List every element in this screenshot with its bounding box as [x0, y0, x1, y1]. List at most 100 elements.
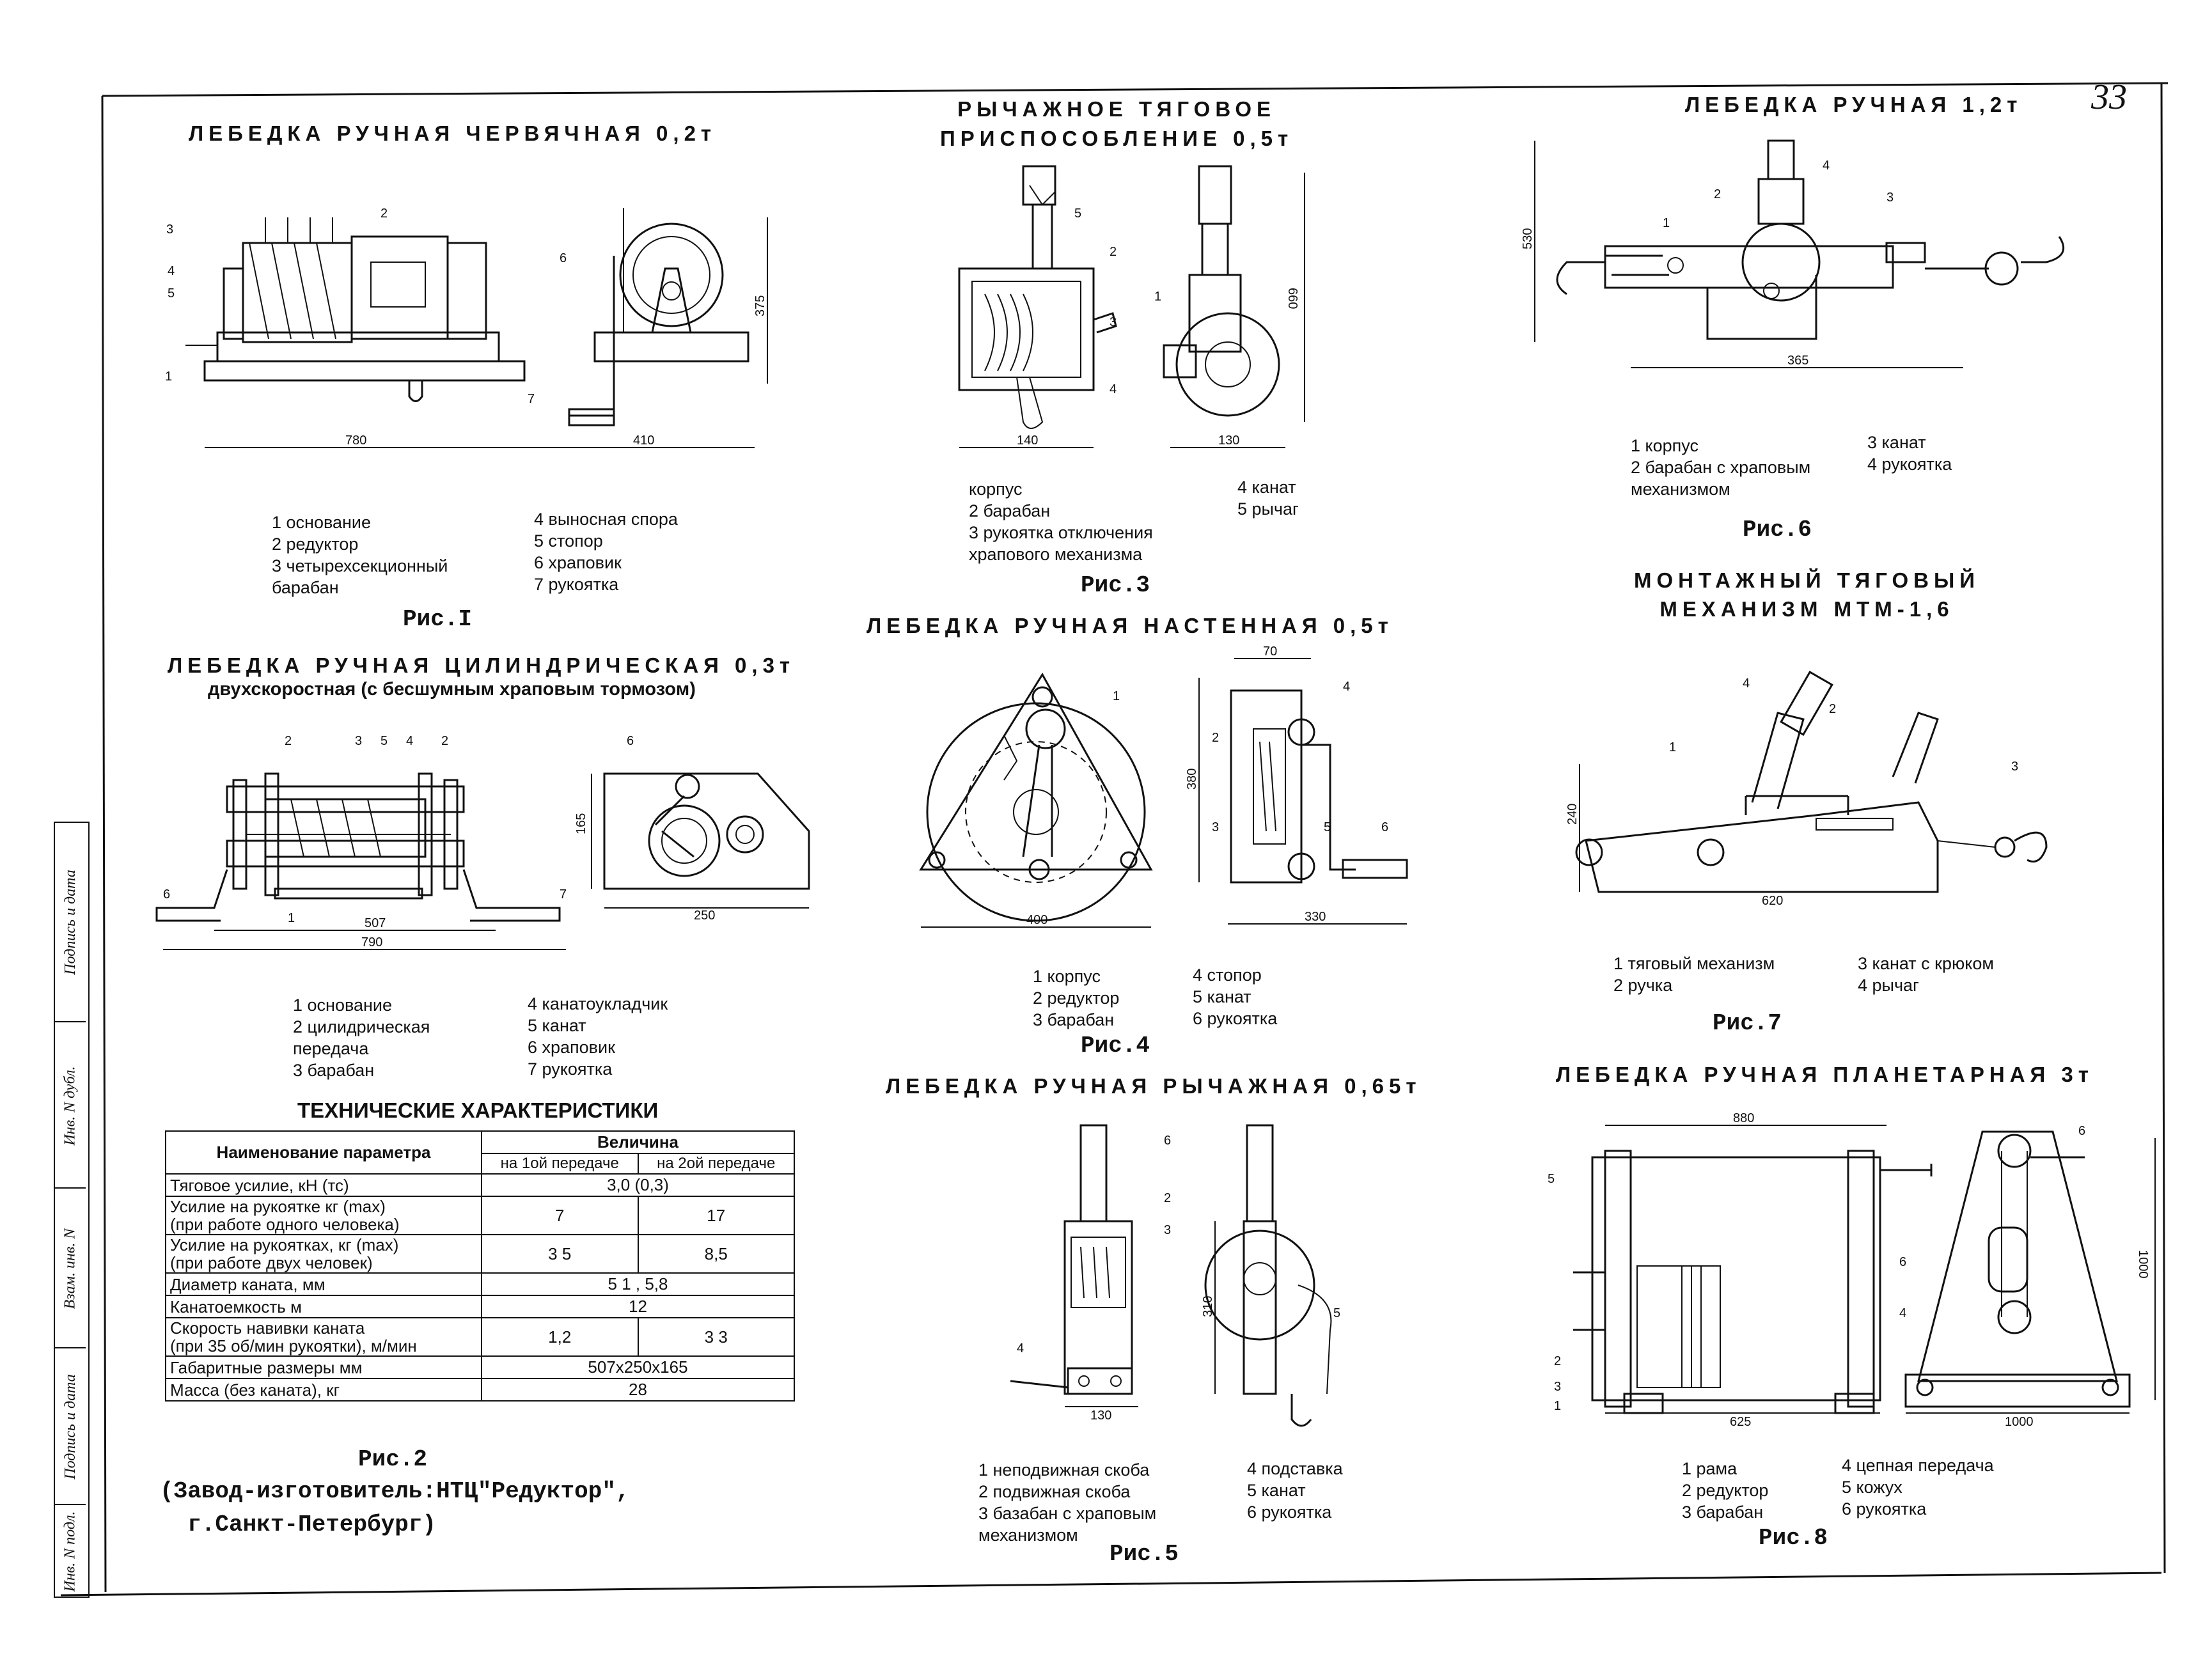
- fig4-callout: 3: [1212, 820, 1219, 834]
- fig2-callout: 3: [355, 734, 362, 748]
- fig3-callout: 5: [1074, 207, 1081, 221]
- fig2-subtitle: двухскоростная (с бесшумным храповым тор…: [208, 679, 696, 699]
- param-value-v1: 3 5: [481, 1234, 639, 1274]
- fig7-callout: 3: [2011, 760, 2018, 774]
- fig7-legend-left: 1 тяговый механизм 2 ручка: [1613, 954, 1775, 995]
- col-param-header: Наименование параметра: [165, 1130, 482, 1175]
- param-value-v2: 17: [637, 1196, 795, 1235]
- fig2-title: ЛЕБЕДКА РУЧНАЯ ЦИЛИНДРИЧЕСКАЯ 0,3т: [168, 653, 796, 677]
- fig2-dim: 790: [361, 935, 382, 949]
- fig6-dim: 365: [1787, 354, 1808, 368]
- fig8-callout: 4: [1899, 1306, 1906, 1320]
- stamp-label: Инв. N дубл.: [61, 1065, 79, 1146]
- param-name: Масса (без каната), кг: [165, 1378, 482, 1402]
- fig4-legend-right: 4 стопор 5 канат 6 рукоятка: [1193, 965, 1278, 1028]
- fig1-caption: Рис.I: [403, 606, 473, 632]
- fig1-dim: 780: [345, 433, 366, 448]
- fig7-callout: 1: [1669, 740, 1676, 754]
- col-value-header: Величина: [481, 1130, 795, 1154]
- fig5-legend-left: 1 неподвижная скоба 2 подвижная скоба 3 …: [978, 1460, 1157, 1545]
- param-name: Усилие на рукоятке кг (max) (при работе …: [165, 1196, 482, 1235]
- fig8-dim: 1000: [2136, 1250, 2150, 1279]
- param-value: 12: [481, 1295, 795, 1318]
- stamp-cell-vzam: Взам. инв. N: [55, 1187, 86, 1348]
- fig7-dim: 620: [1762, 894, 1783, 908]
- fig2-caption: Рис.2: [358, 1446, 428, 1472]
- fig4-dim: 400: [1026, 913, 1047, 927]
- param-value: 28: [481, 1378, 795, 1402]
- fig2-dim: 507: [365, 916, 386, 930]
- stamp-label: Подпись и дата: [61, 1374, 79, 1480]
- fig3-title: РЫЧАЖНОЕ ТЯГОВОЕ ПРИСПОСОБЛЕНИЕ 0,5т: [940, 97, 1294, 150]
- fig7-caption: Рис.7: [1713, 1010, 1782, 1036]
- param-value-v2: 3 3: [637, 1317, 795, 1357]
- fig8-callout: 5: [1548, 1172, 1555, 1186]
- fig7-dim: 240: [1565, 804, 1580, 825]
- fig5-dim: 310: [1201, 1296, 1215, 1317]
- fig3-callout: 2: [1110, 245, 1117, 259]
- fig1-callout: 7: [528, 392, 535, 406]
- fig8-legend-right: 4 цепная передача 5 кожух 6 рукоятка: [1842, 1456, 1994, 1519]
- tech-table-row: Усилие на рукоятках, кг (max) (при работ…: [165, 1234, 795, 1274]
- fig8-callout: 6: [1899, 1255, 1906, 1269]
- fig4-drawing: 400 380 70 330 1 4 2 3 5 6: [908, 644, 1445, 940]
- fig3-callout: 3: [1110, 315, 1117, 329]
- fig4-callout: 6: [1381, 820, 1388, 834]
- fig5-dim: 130: [1090, 1409, 1111, 1423]
- fig2-legend-right: 4 канатоукладчик 5 канат 6 храповик 7 ру…: [528, 994, 668, 1079]
- fig6-caption: Рис.6: [1743, 517, 1812, 543]
- fig2-maker: (Завод-изготовитель:НТЦ"Редуктор", г.Сан…: [160, 1478, 630, 1538]
- fig5-legend-right: 4 подставка 5 канат 6 рукоятка: [1247, 1459, 1343, 1522]
- fig1-drawing: 780 410 375 1 2 3 4 5 6 7: [165, 207, 774, 454]
- fig1-legend-left: 1 основание 2 редуктор 3 четырехсекционн…: [272, 513, 448, 597]
- fig5-drawing: 130 310 6 2 3 4 5: [1004, 1125, 1340, 1458]
- fig3-callout: 1: [1154, 290, 1161, 304]
- fig4-title: ЛЕБЕДКА РУЧНАЯ НАСТЕННАЯ 0,5т: [867, 614, 1393, 637]
- fig6-title: ЛЕБЕДКА РУЧНАЯ 1,2т: [1685, 93, 2023, 116]
- fig6-legend-left: 1 корпус 2 барабан с храповым механизмом: [1631, 436, 1811, 499]
- col-gear2-header: на 2ой передаче: [637, 1153, 795, 1175]
- fig5-callout: 3: [1164, 1223, 1171, 1237]
- fig3-dim: 140: [1017, 433, 1038, 448]
- tech-table-row: Скорость навивки каната (при 35 об/мин р…: [165, 1317, 795, 1357]
- stamp-strip: Инв. N подл. Подпись и дата Взам. инв. N…: [54, 822, 90, 1598]
- param-name: Тяговое усилие, кН (тс): [165, 1173, 482, 1197]
- stamp-cell-sign-date-1: Подпись и дата: [55, 823, 86, 1021]
- fig6-dim: 530: [1521, 228, 1535, 249]
- fig5-callout: 2: [1164, 1191, 1171, 1205]
- fig7-callout: 4: [1743, 676, 1750, 691]
- param-value: 5 1 , 5,8: [481, 1272, 795, 1296]
- fig4-callout: 4: [1343, 680, 1350, 694]
- fig6-callout: 2: [1714, 187, 1721, 201]
- stamp-cell-sign-date-2: Подпись и дата: [55, 1347, 86, 1505]
- param-name: Габаритные размеры мм: [165, 1355, 482, 1379]
- tech-table: Наименование параметра Величина на 1ой п…: [165, 1130, 795, 1402]
- param-value-v1: 7: [481, 1196, 639, 1235]
- fig8-callout: 2: [1554, 1354, 1561, 1368]
- fig8-callout: 3: [1554, 1380, 1561, 1394]
- fig8-dim: 880: [1733, 1111, 1754, 1125]
- fig4-dim: 70: [1263, 644, 1277, 659]
- fig7-drawing: 240 620 4 2 1 3: [1565, 649, 2085, 908]
- fig2-callout: 4: [406, 734, 413, 748]
- fig5-caption: Рис.5: [1110, 1541, 1179, 1567]
- param-name: Канатоемкость м: [165, 1295, 482, 1318]
- fig1-title: ЛЕБЕДКА РУЧНАЯ ЧЕРВЯЧНАЯ 0,2т: [189, 121, 717, 145]
- fig1-callout: 3: [166, 223, 173, 237]
- stamp-label: Подпись и дата: [61, 869, 79, 975]
- page-number: 33: [2091, 77, 2127, 117]
- fig4-legend-left: 1 корпус 2 редуктор 3 барабан: [1033, 967, 1120, 1029]
- fig5-callout: 5: [1333, 1306, 1340, 1320]
- fig3-legend-left: корпус 2 барабан 3 рукоятка отключения х…: [969, 480, 1153, 564]
- fig8-dim: 625: [1730, 1415, 1751, 1429]
- fig8-callout: 1: [1554, 1399, 1561, 1413]
- fig2-callout: 7: [560, 887, 567, 902]
- fig5-title: ЛЕБЕДКА РУЧНАЯ РЫЧАЖНАЯ 0,65т: [886, 1074, 1422, 1098]
- tech-heading: ТЕХНИЧЕСКИЕ ХАРАКТЕРИСТИКИ: [297, 1098, 659, 1122]
- fig5-callout: 4: [1017, 1341, 1024, 1355]
- param-name: Диаметр каната, мм: [165, 1272, 482, 1296]
- fig4-dim: 330: [1305, 910, 1326, 924]
